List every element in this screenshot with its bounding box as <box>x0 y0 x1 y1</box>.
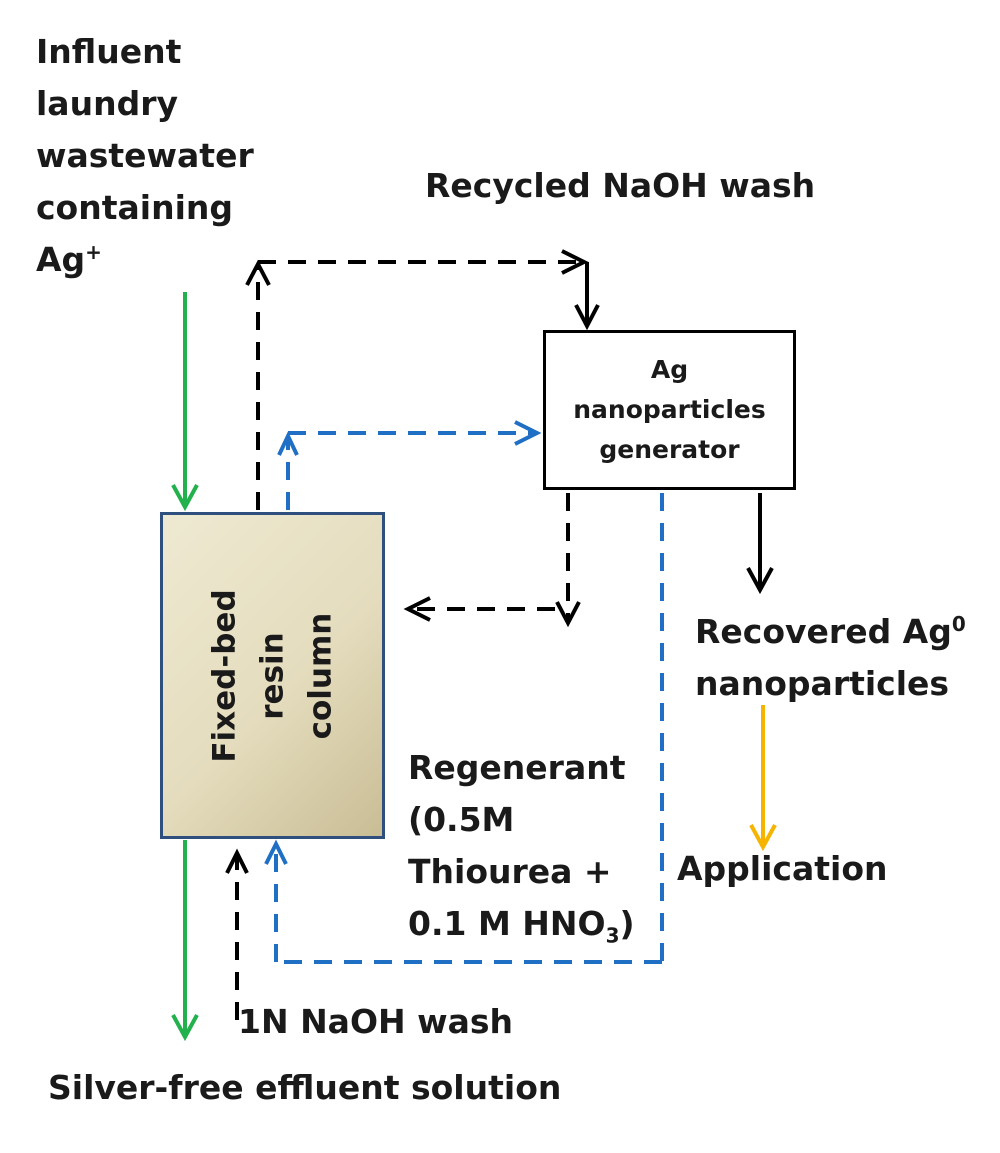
influent-arrow <box>171 292 199 512</box>
naoh-wash-label: 1N NaOH wash <box>238 1002 514 1041</box>
naoh-wash-arrow <box>225 848 249 1020</box>
effluent-arrow <box>171 840 199 1042</box>
application-arrow <box>749 705 777 852</box>
fixed-bed-resin-column: Fixed-bed resin column <box>160 512 385 839</box>
application-label: Application <box>677 849 888 888</box>
nanoparticle-generator: Ag nanoparticles generator <box>543 330 796 490</box>
recovered-label: Recovered Ag0 nanoparticles <box>695 612 966 703</box>
eluate-path <box>277 420 542 510</box>
recycled-naoh-label: Recycled NaOH wash <box>425 166 816 205</box>
regenerant-label: Regenerant (0.5M Thiourea + 0.1 M HNO3) <box>408 748 635 948</box>
recovered-arrow <box>746 493 774 595</box>
influent-label: Influent laundry wastewater containing A… <box>36 32 254 279</box>
regenerant-path <box>264 493 664 964</box>
effluent-label: Silver-free effluent solution <box>48 1068 562 1107</box>
recycled-naoh-path <box>245 249 600 510</box>
naoh-return-path <box>403 493 581 628</box>
